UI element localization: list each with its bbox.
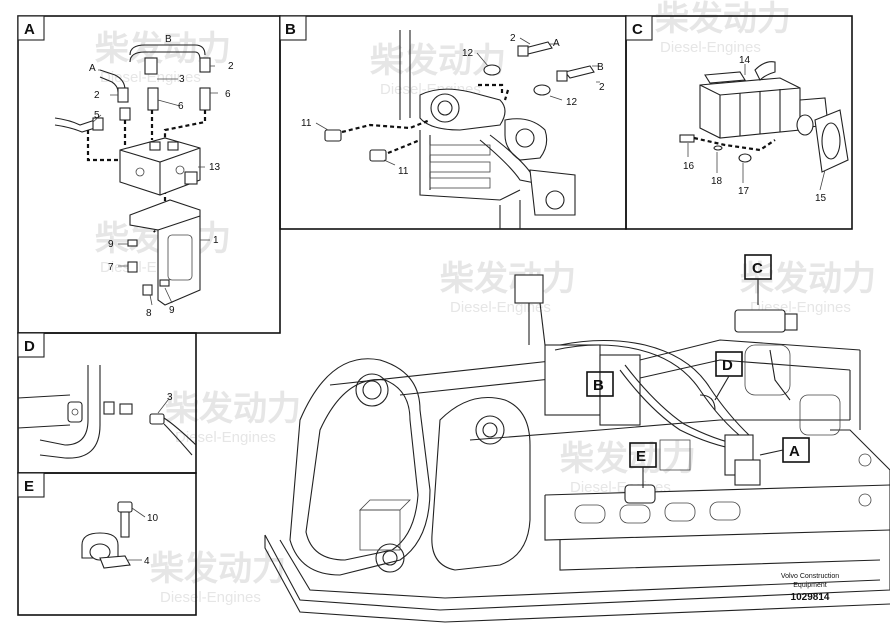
panel-a: A — [17, 15, 281, 334]
callout: 1 — [213, 235, 219, 246]
watermark-cn: 柴发动力 — [560, 440, 696, 478]
watermark-en: Diesel-Engines — [160, 589, 261, 606]
document-number: 1029814 — [791, 592, 830, 603]
panel-e-label: E — [24, 478, 34, 495]
panel-b: B 2 A 12 — [279, 15, 627, 230]
callout: 3 — [167, 392, 173, 403]
callout: 14 — [739, 55, 751, 66]
callout: 12 — [566, 97, 578, 108]
callout: 9 — [108, 239, 114, 250]
callout: 15 — [815, 193, 827, 204]
callout: 7 — [108, 262, 114, 273]
callout: 2 — [94, 90, 100, 101]
callout: 11 — [301, 118, 312, 129]
callout: 2 — [510, 33, 516, 44]
panel-c: C 14 16 18 17 15 — [625, 15, 853, 230]
company-line-2: Equipment — [793, 582, 827, 589]
callout: 3 — [179, 74, 185, 85]
callout: A — [89, 63, 96, 74]
watermark-cn: 柴发动力 — [150, 550, 286, 588]
panel-d-label: D — [24, 338, 35, 355]
panel-e-label-box — [17, 472, 45, 498]
watermark-cn: 柴发动力 — [655, 0, 791, 38]
panel-e: E 10 4 — [17, 472, 197, 616]
panel-c-label-box — [625, 15, 653, 41]
panel-e-frame — [17, 472, 197, 616]
callout: 6 — [225, 89, 231, 100]
callout: 18 — [711, 176, 723, 187]
company-line-1: Volvo Construction — [781, 573, 839, 580]
tag-a: A — [789, 443, 800, 460]
watermark-cn: 柴发动力 — [440, 260, 576, 298]
footer: Volvo Construction Equipment 1029814 — [781, 573, 839, 603]
panel-a-label: A — [24, 21, 35, 38]
panel-c-label: C — [632, 21, 643, 38]
callout: 9 — [169, 305, 175, 316]
callout: 8 — [146, 308, 152, 319]
panel-a-label-box — [17, 15, 45, 41]
panel-c-frame — [625, 15, 853, 230]
callout: 17 — [738, 186, 750, 197]
tag-e: E — [636, 448, 646, 465]
watermark-cn: 柴发动力 — [165, 390, 301, 428]
callout: B — [165, 34, 172, 45]
callout: 11 — [398, 166, 409, 177]
main-tags: C B D E A — [586, 254, 810, 488]
callout: 13 — [209, 162, 221, 173]
watermark-en: Diesel-Engines — [660, 39, 761, 56]
tag-b-box — [586, 371, 614, 397]
callout: 2 — [599, 82, 605, 93]
callout: 10 — [147, 513, 159, 524]
tag-d: D — [722, 357, 733, 374]
watermark-en: Diesel-Engines — [175, 429, 276, 446]
watermark-layer: 柴发动力 Diesel-Engines 柴发动力 Diesel-Engines … — [95, 0, 876, 606]
callout: 4 — [144, 556, 150, 567]
watermark-cn: 柴发动力 — [370, 42, 506, 80]
callout: 6 — [178, 101, 184, 112]
watermark-en: Diesel-Engines — [100, 69, 201, 86]
callout: A — [553, 38, 560, 49]
main-assembly-drawing — [264, 274, 890, 623]
callout: B — [597, 62, 604, 73]
panel-b-label: B — [285, 21, 296, 38]
callout: 16 — [683, 161, 695, 172]
tag-c: C — [752, 260, 763, 277]
watermark-cn: 柴发动力 — [95, 30, 231, 68]
callout: 2 — [228, 61, 234, 72]
panel-d-label-box — [17, 332, 45, 358]
panel-b-label-box — [279, 15, 307, 41]
callout: 12 — [462, 48, 474, 59]
callout: 5 — [94, 110, 100, 121]
tag-b: B — [593, 377, 604, 394]
